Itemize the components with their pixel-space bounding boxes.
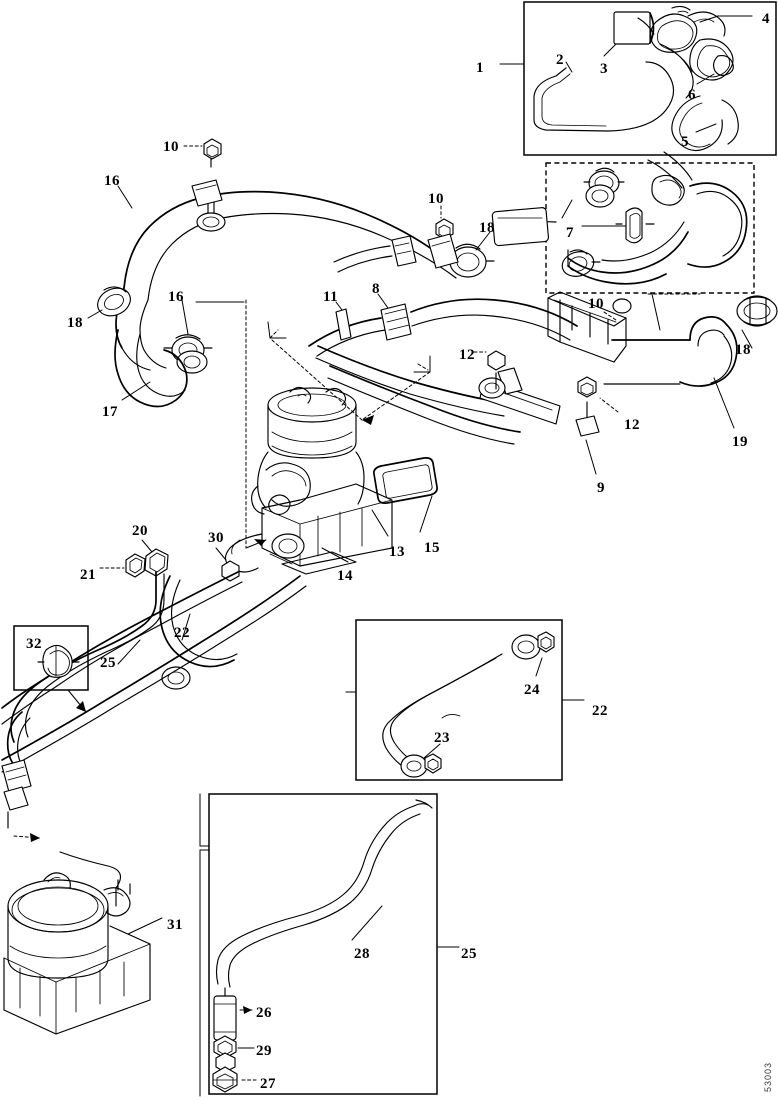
- fitting-29: [213, 1035, 237, 1059]
- right-clamp-18-and-hose-19: [603, 295, 778, 429]
- fitting-30: [221, 560, 240, 582]
- clamp-group-16: [163, 334, 213, 374]
- callout-31: 31: [167, 917, 183, 933]
- fitting-21: [125, 553, 146, 578]
- inset-clamp-c: [561, 249, 601, 277]
- callout-19: 19: [732, 434, 748, 450]
- callout-29: 29: [256, 1043, 272, 1059]
- engine-component-31: [3, 851, 163, 1035]
- callout-24: 24: [524, 682, 540, 698]
- callout-15: 15: [424, 540, 440, 556]
- callout-3: 3: [600, 61, 608, 77]
- inset-clamp-a: [583, 167, 625, 208]
- callout-25-a: 25: [100, 655, 116, 671]
- bolt-10-top: [203, 138, 222, 168]
- fitting-20: [144, 548, 169, 577]
- right-bracket-10: [547, 291, 701, 363]
- bolt-12-lower: [577, 376, 597, 421]
- inset-clamp-b: [615, 207, 655, 244]
- callout-25-b: 25: [461, 946, 477, 962]
- callout-16-b: 16: [168, 289, 184, 305]
- callout-12-a: 12: [459, 347, 475, 363]
- callout-6: 6: [688, 87, 696, 103]
- callout-9: 9: [597, 480, 605, 496]
- left-long-hose-16: [115, 138, 457, 371]
- sheet-reference-code: 53003: [763, 1061, 773, 1092]
- inset-box-1b: [545, 162, 755, 331]
- callout-5: 5: [681, 134, 689, 150]
- oil-line-fitting-23: [400, 753, 442, 778]
- callout-21: 21: [80, 567, 96, 583]
- callout-13: 13: [389, 544, 405, 560]
- callout-4: 4: [762, 11, 770, 27]
- callout-26: 26: [256, 1005, 272, 1021]
- callout-18-b: 18: [479, 220, 495, 236]
- bolt-12-upper: [487, 350, 506, 390]
- left-clamps-and-hose-17: [87, 286, 247, 549]
- clamp-32: [37, 644, 80, 678]
- callout-16-a: 16: [104, 173, 120, 189]
- inset-box-32: [13, 625, 89, 713]
- compressor-assembly: [224, 321, 438, 575]
- callout-27: 27: [260, 1076, 276, 1092]
- bottom-tube-network: [1, 539, 307, 842]
- callout-30: 30: [208, 530, 224, 546]
- callout-14: 14: [337, 568, 353, 584]
- callout-10-a: 10: [163, 139, 179, 155]
- callout-10-c: 10: [588, 296, 604, 312]
- lower-cross-pipes: [315, 345, 619, 475]
- callout-1: 1: [476, 60, 484, 76]
- callout-23: 23: [434, 730, 450, 746]
- callout-10-b: 10: [428, 191, 444, 207]
- right-main-hose: [491, 151, 748, 285]
- callout-18-c: 18: [735, 342, 751, 358]
- callout-22-b: 22: [592, 703, 608, 719]
- center-cross-hoses: [308, 205, 578, 357]
- inset-box-22: [345, 619, 585, 781]
- gasket-15: [373, 457, 438, 504]
- callout-8: 8: [372, 281, 380, 297]
- callout-11: 11: [323, 289, 339, 305]
- callout-7: 7: [566, 225, 574, 241]
- fitting-mid: [215, 1052, 236, 1073]
- callout-22-a: 22: [174, 625, 190, 641]
- callout-17: 17: [102, 404, 118, 420]
- callout-2: 2: [556, 52, 564, 68]
- callout-32: 32: [26, 636, 42, 652]
- inset-box-1: [499, 1, 777, 156]
- oil-line-fitting-24: [511, 631, 555, 660]
- callout-12-b: 12: [624, 417, 640, 433]
- callout-28: 28: [354, 946, 370, 962]
- inset-box-25: [199, 793, 460, 1097]
- filter-26: [213, 987, 237, 1041]
- callout-18-a: 18: [67, 315, 83, 331]
- callout-20: 20: [132, 523, 148, 539]
- fitting-27: [212, 1066, 238, 1093]
